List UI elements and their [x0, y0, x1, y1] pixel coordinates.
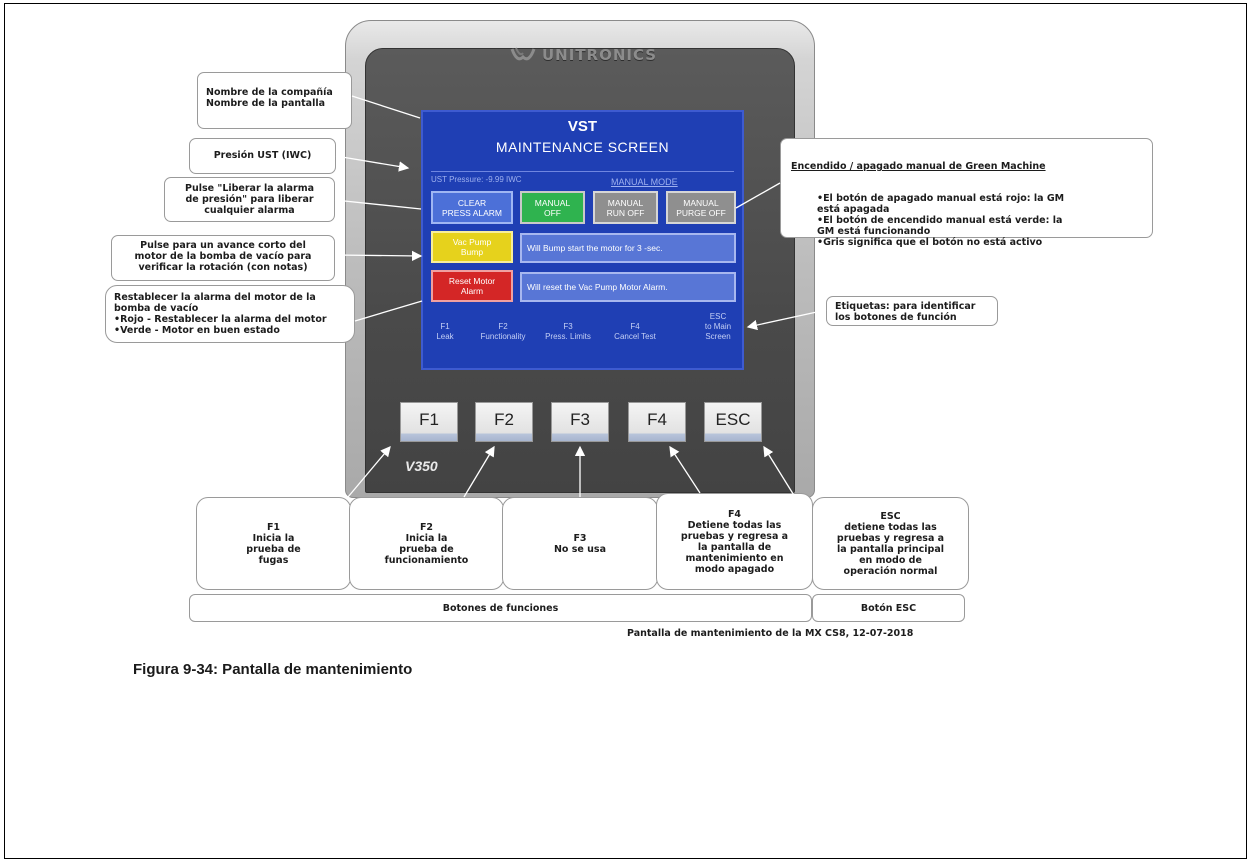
- brand-name: UNITRONICS: [542, 46, 658, 64]
- callout-manual-on-off: Encendido / apagado manual de Green Mach…: [780, 138, 1153, 248]
- bump-info-text: Will Bump start the motor for 3 -sec.: [520, 233, 736, 263]
- figure-footnote: Pantalla de mantenimiento de la MX CS8, …: [627, 628, 914, 639]
- manual-mode-label: MANUAL MODE: [611, 177, 678, 187]
- function-box-f3: F3 No se usa: [502, 497, 658, 590]
- unitronics-logo-icon: [510, 47, 536, 61]
- clear-press-alarm-button[interactable]: CLEAR PRESS ALARM: [431, 191, 513, 224]
- brand-logo: UNITRONICS: [510, 42, 670, 68]
- manual-off-button[interactable]: MANUAL OFF: [520, 191, 585, 224]
- function-box-esc: ESC detiene todas las pruebas y regresa …: [812, 497, 969, 590]
- model-label: V350: [405, 458, 438, 474]
- callout-reset-motor-alarm: Restablecer la alarma del motor de la bo…: [105, 285, 355, 343]
- screen-subtitle: MAINTENANCE SCREEN: [495, 139, 670, 155]
- function-box-f2: F2 Inicia la prueba de funcionamiento: [349, 497, 504, 590]
- f1-key[interactable]: F1: [400, 402, 458, 442]
- function-label-f1: F1 Leak: [436, 322, 454, 341]
- ust-pressure-readout: UST Pressure: -9.99 IWC: [431, 175, 522, 184]
- callout-company-name: Nombre de la compañía Nombre de la panta…: [197, 72, 352, 129]
- reset-motor-alarm-button[interactable]: Reset Motor Alarm: [431, 270, 513, 302]
- function-label-f3: F3 Press. Limits: [545, 322, 591, 341]
- figure-caption: Figura 9-34: Pantalla de mantenimiento: [133, 661, 413, 678]
- manual-run-off-button[interactable]: MANUAL RUN OFF: [593, 191, 658, 224]
- callout-function-labels: Etiquetas: para identificar los botones …: [826, 296, 998, 326]
- callout-vac-pump-bump: Pulse para un avance corto del motor de …: [111, 235, 335, 281]
- vac-pump-bump-button[interactable]: Vac Pump Bump: [431, 231, 513, 263]
- maintenance-screen: VST MAINTENANCE SCREEN UST Pressure: -9.…: [421, 110, 744, 370]
- manual-purge-off-button[interactable]: MANUAL PURGE OFF: [666, 191, 736, 224]
- callout-clear-alarm: Pulse "Liberar la alarma de presión" par…: [164, 177, 335, 222]
- callout-manual-body: •El botón de apagado manual está rojo: l…: [817, 193, 1065, 248]
- function-box-f4: F4 Detiene todas las pruebas y regresa a…: [656, 493, 813, 590]
- esc-key[interactable]: ESC: [704, 402, 762, 442]
- function-label-esc: ESC to Main Screen: [704, 312, 732, 341]
- screen-divider: [431, 171, 734, 172]
- callout-manual-title: Encendido / apagado manual de Green Mach…: [791, 161, 1046, 172]
- group-esc-button: Botón ESC: [812, 594, 965, 622]
- f3-key[interactable]: F3: [551, 402, 609, 442]
- function-label-f2: F2 Functionality: [480, 322, 526, 341]
- group-function-buttons: Botones de funciones: [189, 594, 812, 622]
- f2-key[interactable]: F2: [475, 402, 533, 442]
- function-label-f4: F4 Cancel Test: [614, 322, 656, 341]
- hmi-device: UNITRONICS VST MAINTENANCE SCREEN UST Pr…: [345, 20, 815, 498]
- callout-ust-pressure: Presión UST (IWC): [189, 138, 336, 174]
- screen-title: VST: [567, 118, 598, 135]
- function-box-f1: F1 Inicia la prueba de fugas: [196, 497, 351, 590]
- reset-info-text: Will reset the Vac Pump Motor Alarm.: [520, 272, 736, 302]
- f4-key[interactable]: F4: [628, 402, 686, 442]
